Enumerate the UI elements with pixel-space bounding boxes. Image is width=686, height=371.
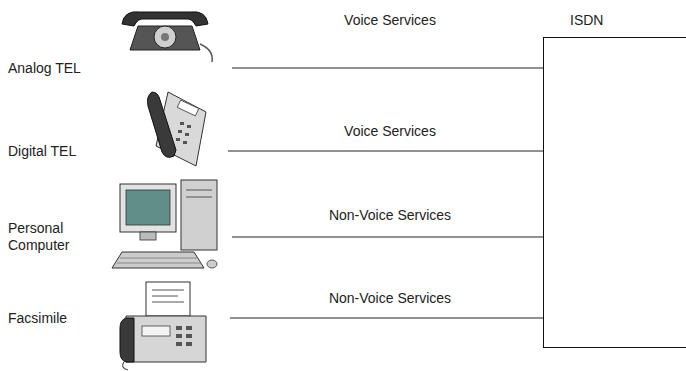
key xyxy=(185,133,189,136)
key xyxy=(178,130,182,133)
device-label: Digital TEL xyxy=(8,143,113,160)
phone-display xyxy=(177,100,199,116)
key xyxy=(180,122,184,125)
computer-tower xyxy=(181,180,217,250)
drive-slot xyxy=(186,197,212,198)
paper-line xyxy=(152,302,184,303)
mouse xyxy=(207,260,217,268)
monitor-stand xyxy=(140,232,156,240)
key xyxy=(176,138,180,141)
terminal-device: Facsimile xyxy=(0,298,230,338)
fax-icon xyxy=(120,282,206,370)
key xyxy=(186,326,192,330)
fax-cord xyxy=(123,362,128,370)
key xyxy=(186,334,192,338)
key-row xyxy=(117,263,201,264)
phone-handset xyxy=(122,12,208,26)
fax-body xyxy=(126,316,206,362)
key xyxy=(183,141,187,144)
network-box: ISDN xyxy=(543,37,686,348)
service-label: Non-Voice Services xyxy=(329,290,451,307)
computer-icon xyxy=(112,180,217,268)
device-label: Facsimile xyxy=(8,310,113,327)
service-line xyxy=(232,237,543,238)
fax-handset xyxy=(120,318,134,362)
analog-phone-icon xyxy=(122,12,212,62)
terminal-device: Personal Computer xyxy=(0,217,232,257)
fax-paper xyxy=(146,282,190,316)
device-label: Personal Computer xyxy=(8,220,88,254)
paper-line xyxy=(152,290,184,291)
service-label: Non-Voice Services xyxy=(329,207,451,224)
service-label: Voice Services xyxy=(344,12,436,29)
service-line xyxy=(230,318,543,319)
key xyxy=(176,342,182,346)
dial-center xyxy=(161,33,169,41)
rotary-dial xyxy=(154,26,176,48)
phone-handset xyxy=(148,92,177,157)
key xyxy=(187,125,191,128)
service-label: Voice Services xyxy=(344,123,436,140)
phone-cord xyxy=(200,44,212,62)
key xyxy=(176,326,182,330)
terminal-device: Analog TEL xyxy=(0,48,232,88)
key-row xyxy=(120,258,198,259)
network-label: ISDN xyxy=(570,12,603,29)
terminal-device: Digital TEL xyxy=(0,131,228,171)
digital-phone-icon xyxy=(148,92,207,166)
service-line xyxy=(232,68,543,69)
service-line xyxy=(228,151,543,152)
keyboard xyxy=(112,252,204,268)
phone-keypad xyxy=(176,122,191,144)
fax-keypad xyxy=(176,326,192,346)
drive-slot xyxy=(186,190,212,191)
phone-body xyxy=(130,26,200,50)
fax-display xyxy=(142,326,170,336)
key xyxy=(176,334,182,338)
key xyxy=(186,342,192,346)
paper-line xyxy=(152,296,178,297)
device-label: Analog TEL xyxy=(8,60,113,77)
computer-monitor xyxy=(120,184,176,232)
monitor-screen xyxy=(126,190,170,225)
